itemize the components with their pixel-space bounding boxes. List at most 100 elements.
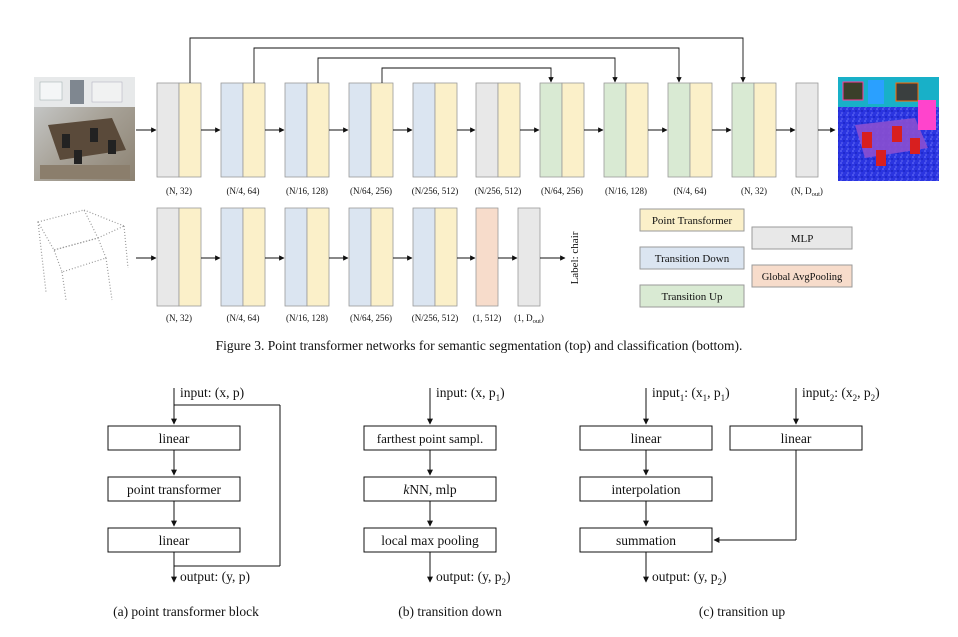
svg-text:farthest point sampl.: farthest point sampl. [377, 431, 484, 446]
stage-label: (N/256, 512) [412, 186, 459, 196]
point-transformer-block [306, 207, 330, 307]
legend-point-transformer: Point Transformer [639, 208, 745, 232]
point-transformer-block [306, 82, 330, 178]
block-a-point-transformer: point transformer [107, 476, 241, 502]
svg-text:interpolation: interpolation [612, 482, 681, 497]
transition-down-block [412, 82, 436, 178]
point-transformer-block [561, 82, 585, 178]
point-transformer-block [242, 82, 266, 178]
transition-down-block [412, 207, 436, 307]
skip-connection [189, 37, 746, 83]
point-transformer-block [753, 82, 777, 178]
point-transformer-block [434, 82, 458, 178]
point-transformer-block [689, 82, 713, 178]
stage-label: (N, 32) [166, 186, 192, 196]
legend-transition-down: Transition Down [639, 246, 745, 270]
stage-label: (1, 512) [473, 313, 502, 323]
block-b-input: input: (x, p1) [436, 385, 505, 403]
cls-stage-7: (1, Dout) [514, 207, 544, 325]
stage-label: (N/16, 128) [605, 186, 647, 196]
svg-text:point transformer: point transformer [127, 482, 222, 497]
seg-stage-4: (N/64, 256) [348, 82, 394, 196]
block-c-linear-1: linear [579, 425, 713, 451]
point-transformer-block [625, 82, 649, 178]
transition-down-block [284, 207, 308, 307]
seg-stage-7: (N/64, 256) [539, 82, 585, 196]
global-avgpooling-block [475, 207, 499, 307]
transition-down-block [284, 82, 308, 178]
point-transformer-block [178, 207, 202, 307]
block-b-output: output: (y, p2) [436, 569, 511, 587]
transition-up-block [539, 82, 563, 178]
stage-label: (N/256, 512) [412, 313, 459, 323]
class-label: Label: chair [569, 231, 581, 284]
svg-text:Transition Down: Transition Down [655, 253, 730, 265]
stage-label: (N, Dout) [791, 186, 823, 198]
seg-stage-10: (N, 32) [731, 82, 777, 196]
legend: Point Transformer Transition Down Transi… [639, 208, 853, 308]
svg-text:kNN, mlp: kNN, mlp [403, 482, 457, 497]
transition-down-block [348, 207, 372, 307]
skip-connection [317, 57, 618, 83]
stage-label: (N/16, 128) [286, 313, 328, 323]
point-transformer-block [178, 82, 202, 178]
classification-network: (N, 32)(N/4, 64)(N/16, 128)(N/64, 256)(N… [37, 207, 581, 325]
seg-stage-2: (N/4, 64) [220, 82, 266, 196]
block-b-caption: (b) transition down [398, 604, 502, 619]
mlp-block [156, 82, 180, 178]
indoor-scene-photo [34, 77, 135, 181]
segmentation-network: (N, 32) (N/4, 64) (N/16, 128) (N/64, 256) (N… [34, 37, 939, 198]
block-c-summation: summation [579, 527, 713, 553]
svg-text:linear: linear [781, 431, 812, 446]
cls-stage-6: (1, 512) [473, 207, 502, 323]
block-c-input-1: input1: (x1, p1) [652, 385, 730, 403]
stage-label: (N/16, 128) [286, 186, 328, 196]
mlp-block [517, 207, 541, 307]
block-c-caption: (c) transition up [699, 604, 785, 619]
svg-text:Global AvgPooling: Global AvgPooling [762, 272, 843, 283]
stage-label: (N/64, 256) [350, 186, 392, 196]
stage-label: (N/64, 256) [541, 186, 583, 196]
cls-stage-4: (N/64, 256) [348, 207, 394, 323]
skip-connection [253, 47, 682, 83]
legend-mlp: MLP [751, 226, 853, 250]
svg-text:linear: linear [159, 533, 190, 548]
seg-stage-6: (N/256, 512) [475, 82, 522, 196]
transition-down-diagram: input: (x, p1) farthest point sampl. kNN… [363, 385, 511, 619]
figure-caption: Figure 3. Point transformer networks for… [216, 338, 743, 353]
svg-text:MLP: MLP [791, 233, 814, 245]
stage-label: (N/4, 64) [674, 186, 707, 196]
transition-up-block [731, 82, 755, 178]
chair-point-cloud [37, 209, 129, 301]
transition-down-block [220, 82, 244, 178]
block-c-input-2: input2: (x2, p2) [802, 385, 880, 403]
stage-label: (N, 32) [741, 186, 767, 196]
skip-connection [381, 67, 554, 83]
stage-label: (N/4, 64) [227, 313, 260, 323]
block-a-output: output: (y, p) [180, 569, 250, 584]
point-transformer-block [370, 82, 394, 178]
block-b-farthest-point-sampling: farthest point sampl. [363, 425, 497, 451]
point-transformer-block-diagram: input: (x, p) linear point transformer l… [107, 385, 281, 619]
legend-transition-up: Transition Up [639, 284, 745, 308]
svg-text:linear: linear [159, 431, 190, 446]
transition-up-block [667, 82, 691, 178]
segmented-scene [838, 77, 939, 181]
block-a-input: input: (x, p) [180, 385, 244, 400]
transition-down-block [220, 207, 244, 307]
mlp-block [156, 207, 180, 307]
point-transformer-block [370, 207, 394, 307]
seg-stage-3: (N/16, 128) [284, 82, 330, 196]
stage-label: (N/256, 512) [475, 186, 522, 196]
seg-stage-11: (N, Dout) [791, 82, 823, 198]
cls-stage-3: (N/16, 128) [284, 207, 330, 323]
seg-stage-5: (N/256, 512) [412, 82, 459, 196]
seg-stage-9: (N/4, 64) [667, 82, 713, 196]
stage-label: (N/4, 64) [227, 186, 260, 196]
legend-global-avgpooling: Global AvgPooling [751, 264, 853, 288]
transition-down-block [348, 82, 372, 178]
svg-text:local max pooling: local max pooling [381, 533, 479, 548]
mlp-block [475, 82, 499, 178]
stage-label: (N/64, 256) [350, 313, 392, 323]
